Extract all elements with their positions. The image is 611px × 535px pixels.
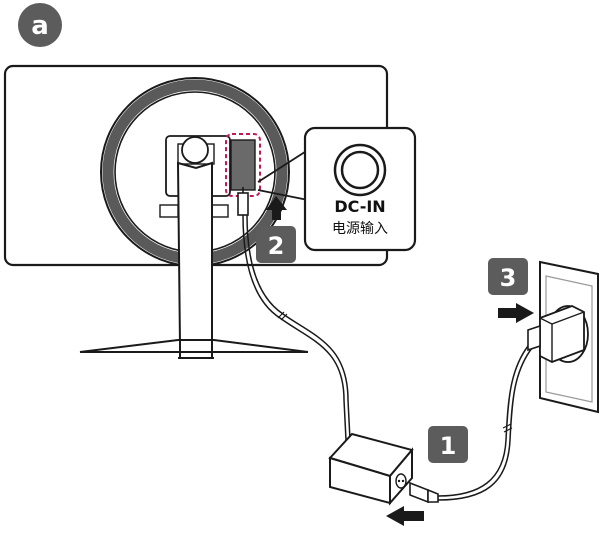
monitor-stand <box>79 136 309 359</box>
dc-cable <box>242 214 351 441</box>
dc-in-port-highlight <box>225 133 261 197</box>
ac-cable <box>437 345 533 501</box>
ac-cord-plug <box>409 481 439 504</box>
power-adapter <box>328 432 414 506</box>
step-2-number: 2 <box>268 232 285 260</box>
arrow-up-icon <box>266 196 287 220</box>
wall-plug <box>527 305 585 363</box>
step-1-badge: 1 <box>428 426 468 463</box>
step-3-badge: 3 <box>488 258 528 295</box>
dc-in-callout: DC-IN 电源输入 <box>257 126 417 252</box>
arrow-right-icon <box>498 303 534 323</box>
arrow-left-icon <box>386 506 424 526</box>
dc-in-label-cn: 电源输入 <box>332 221 388 237</box>
panel-label-badge: a <box>18 3 62 47</box>
step-1-number: 1 <box>440 432 457 460</box>
dc-in-label: DC-IN <box>334 197 385 216</box>
step-3-number: 3 <box>500 264 517 292</box>
panel-label: a <box>31 11 49 41</box>
dc-in-port-icon <box>333 143 387 197</box>
step-2-badge: 2 <box>256 226 296 263</box>
